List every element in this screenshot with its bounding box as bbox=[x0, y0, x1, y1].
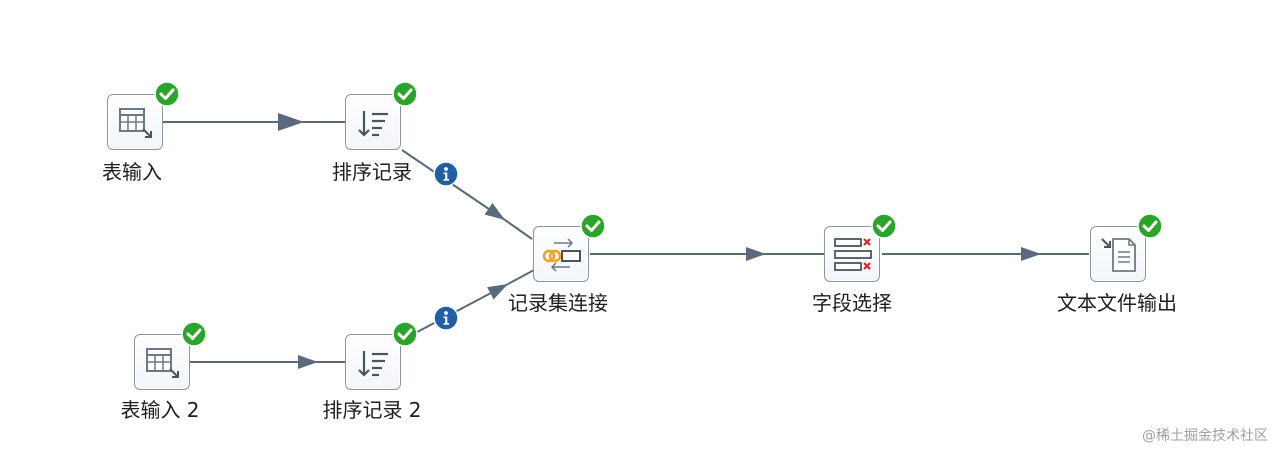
watermark: @稀土掘金技术社区 bbox=[1142, 428, 1268, 444]
select-values-icon bbox=[834, 238, 872, 271]
status-ok-check-icon bbox=[871, 213, 897, 239]
step-table-input-2[interactable] bbox=[134, 321, 207, 390]
step-select-values[interactable] bbox=[824, 213, 897, 282]
step-label-sort-rows-2: 排序记录 2 bbox=[322, 398, 422, 422]
status-ok-check-icon bbox=[1137, 213, 1163, 239]
table-input-icon bbox=[119, 108, 152, 138]
table-input-icon bbox=[146, 348, 179, 378]
status-ok-check-icon bbox=[580, 213, 606, 239]
hop-sort-to-merge[interactable] bbox=[401, 149, 506, 221]
merge-join-icon bbox=[542, 238, 581, 272]
status-ok-check-icon bbox=[181, 321, 207, 347]
step-label-sort-rows: 排序记录 bbox=[332, 160, 412, 184]
step-label-table-input-2: 表输入 2 bbox=[120, 398, 200, 422]
status-ok-check-icon bbox=[392, 81, 418, 107]
step-table-input[interactable] bbox=[107, 81, 180, 150]
step-label-merge-join: 记录集连接 bbox=[508, 291, 608, 315]
status-ok-check-icon bbox=[154, 81, 180, 107]
status-ok-check-icon bbox=[392, 321, 418, 347]
step-label-text-file-output: 文本文件输出 bbox=[1057, 291, 1177, 315]
step-merge-join[interactable] bbox=[533, 213, 606, 282]
step-label-table-input: 表输入 bbox=[102, 160, 162, 184]
step-text-file-output[interactable] bbox=[1090, 213, 1163, 282]
step-sort-rows-2[interactable] bbox=[345, 321, 418, 390]
sort-rows-icon bbox=[358, 351, 388, 377]
info-icon[interactable] bbox=[433, 161, 459, 187]
info-icon[interactable] bbox=[433, 305, 459, 331]
text-file-output-icon bbox=[1101, 238, 1136, 272]
sort-rows-icon bbox=[358, 111, 388, 137]
step-sort-rows[interactable] bbox=[345, 81, 418, 150]
step-label-select-values: 字段选择 bbox=[812, 291, 892, 315]
